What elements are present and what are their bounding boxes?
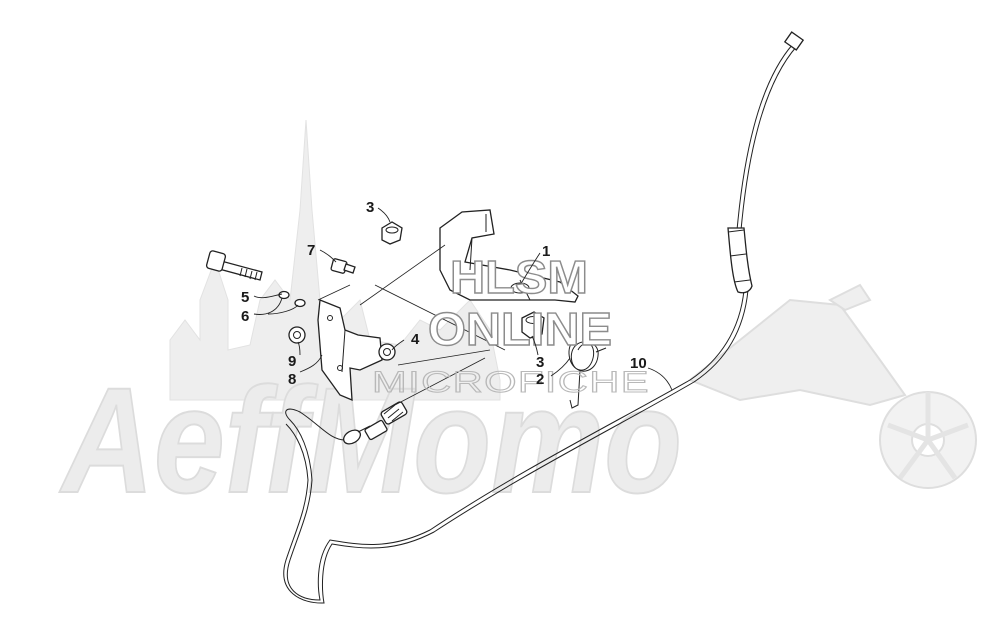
site-watermark-line1: HLSM bbox=[450, 251, 588, 303]
parts bbox=[205, 31, 805, 604]
bushing-upper bbox=[381, 221, 403, 245]
site-watermark-line2: ONLINE bbox=[428, 303, 612, 355]
callout-labels: 3 1 7 5 6 9 8 4 3 2 10 bbox=[241, 199, 647, 388]
callout-3-lower: 3 bbox=[536, 354, 544, 371]
bolt-part-7 bbox=[330, 258, 356, 274]
lever-bracket bbox=[439, 209, 579, 303]
callout-8: 8 bbox=[288, 371, 296, 388]
cable-assembly bbox=[283, 31, 805, 604]
callout-7: 7 bbox=[307, 242, 315, 259]
bushing-lower bbox=[521, 311, 545, 339]
nut-part-9 bbox=[288, 326, 306, 344]
callout-3-upper: 3 bbox=[366, 199, 374, 216]
bracket-plate bbox=[317, 299, 383, 402]
callout-1: 1 bbox=[542, 243, 550, 260]
callout-6: 6 bbox=[241, 308, 249, 325]
nut-part-4 bbox=[378, 343, 396, 361]
leader-lines bbox=[253, 207, 673, 391]
site-watermark: HLSM ONLINE MICROFICHE bbox=[372, 250, 650, 399]
callout-9: 9 bbox=[288, 353, 296, 370]
cable-fitting bbox=[342, 401, 408, 445]
washers-part-6 bbox=[278, 290, 306, 308]
motorcycle-watermark bbox=[688, 283, 977, 489]
skyline-watermark bbox=[169, 119, 501, 401]
torsion-spring bbox=[568, 339, 607, 409]
callout-10: 10 bbox=[630, 355, 647, 372]
assembly-guides bbox=[317, 244, 506, 406]
site-watermark-line3: MICROFICHE bbox=[372, 366, 650, 399]
callout-2: 2 bbox=[536, 371, 544, 388]
bolt-part-5 bbox=[205, 250, 263, 281]
callout-5: 5 bbox=[241, 289, 249, 306]
callout-4: 4 bbox=[411, 331, 420, 348]
